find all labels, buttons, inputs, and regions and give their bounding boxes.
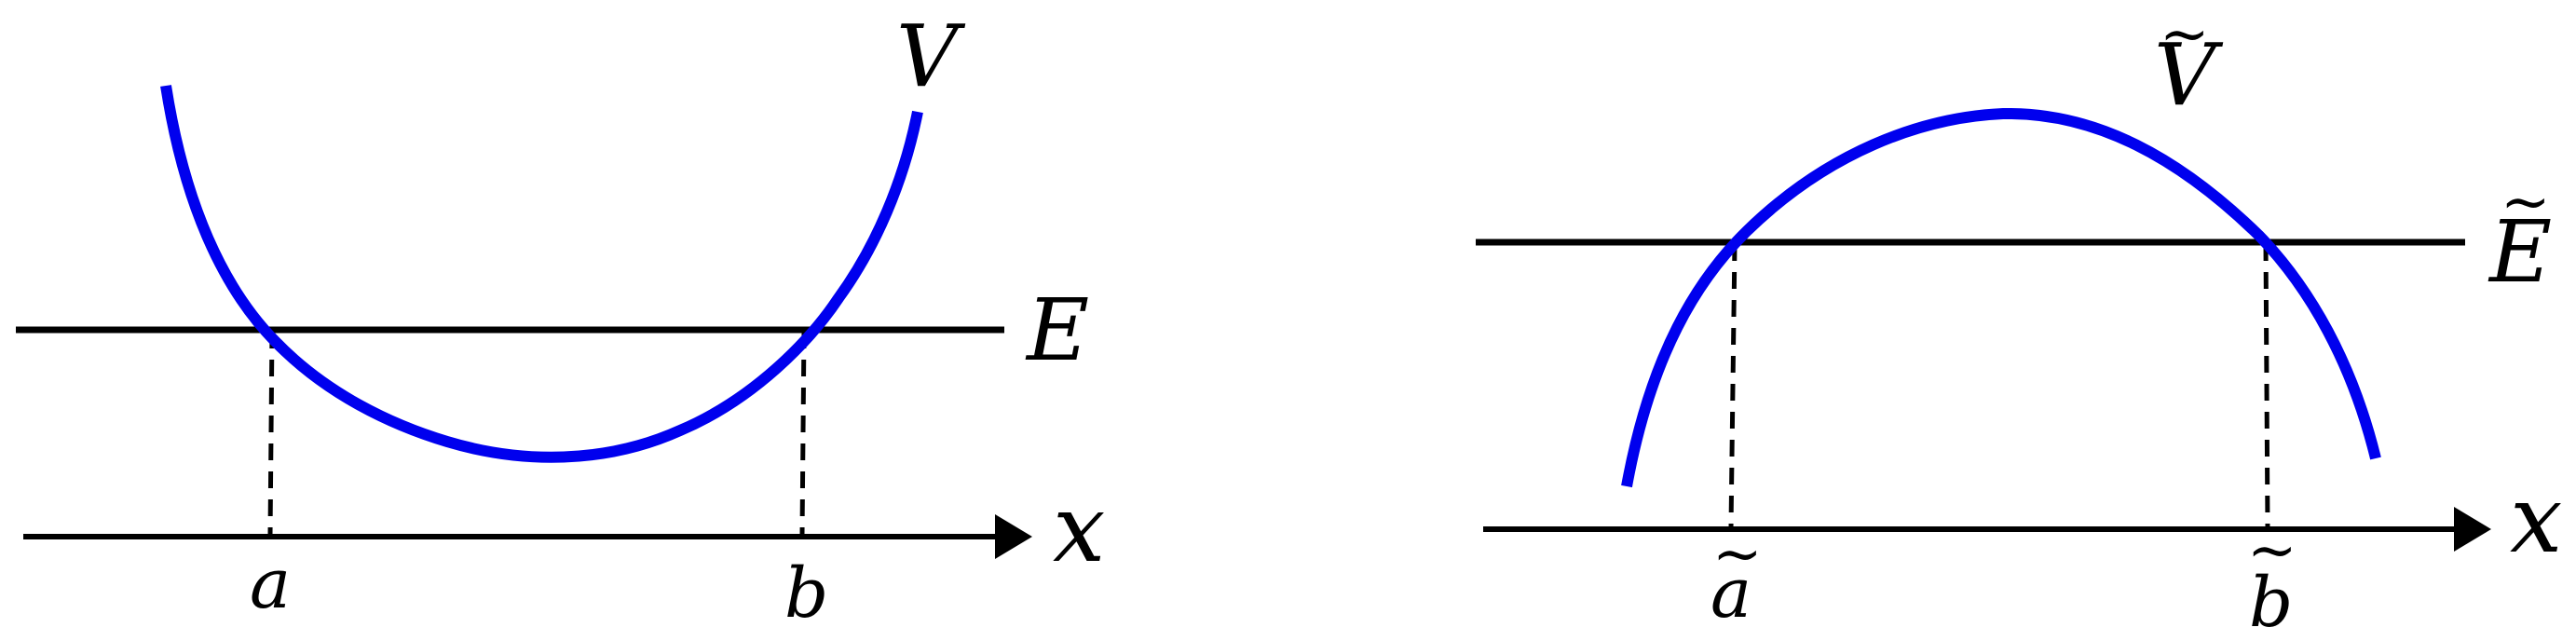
left-potential-curve xyxy=(160,85,923,463)
left-dashed-line-b xyxy=(799,331,807,536)
right-point-b-label: b xyxy=(2249,563,2293,641)
left-diagram: V E x a b xyxy=(16,7,1105,634)
right-diagram: ~ V ~ E x ~ a ~ b xyxy=(1476,0,2562,641)
left-x-axis-arrowhead xyxy=(995,514,1032,559)
right-point-b-accent: ~ xyxy=(2247,516,2297,585)
right-energy-label: E xyxy=(2487,202,2552,302)
left-energy-label: E xyxy=(1025,280,1089,380)
right-potential-curve xyxy=(1621,107,2381,488)
right-x-axis-arrowhead xyxy=(2454,507,2491,552)
left-point-b-label: b xyxy=(784,553,828,634)
right-point-a-accent: ~ xyxy=(1712,520,1763,589)
right-axis-label: x xyxy=(2510,465,2562,574)
right-dashed-line-a xyxy=(1728,243,1738,528)
right-dashed-line-b xyxy=(2263,243,2270,528)
left-axis-label: x xyxy=(1053,474,1105,583)
right-curve-accent: ~ xyxy=(2160,0,2210,69)
right-energy-accent: ~ xyxy=(2501,168,2551,237)
left-point-a-label: a xyxy=(250,544,291,624)
left-dashed-line-a xyxy=(267,331,275,536)
right-curve-label: V xyxy=(2154,25,2224,125)
left-curve-label: V xyxy=(896,7,966,106)
right-point-a-label: a xyxy=(1711,553,1751,634)
